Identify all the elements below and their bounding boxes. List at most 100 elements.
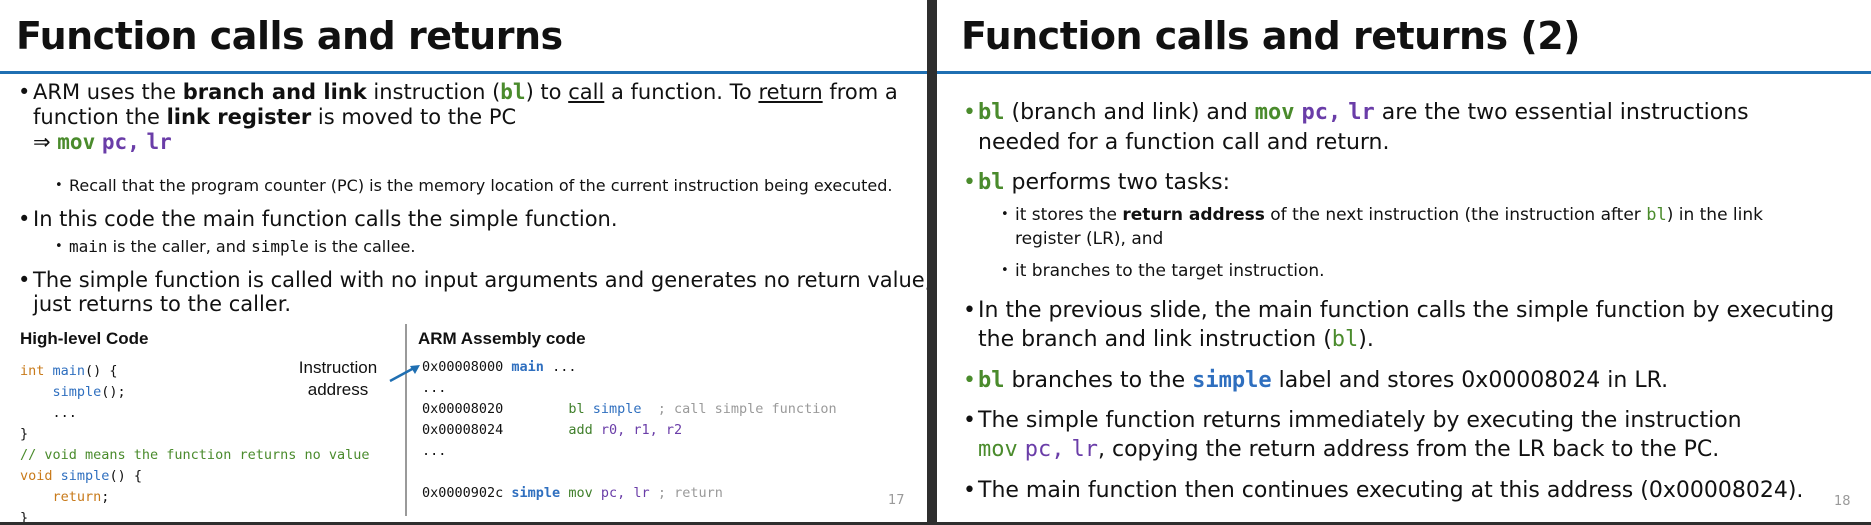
code-token: mov xyxy=(568,485,593,501)
inline-code-bl: bl xyxy=(978,368,1005,393)
bullet-text: (branch and link) and xyxy=(1004,100,1255,125)
sub-bullet-dot: • xyxy=(1001,263,1009,278)
code-token: (); xyxy=(101,384,126,400)
slide-divider xyxy=(927,0,937,525)
bullet-text: are the two essential instructions xyxy=(1374,100,1749,125)
page-number: 17 xyxy=(888,493,905,508)
bullet-text: The simple function returns immediately … xyxy=(978,408,1742,433)
slide-18: Function calls and returns (2) • bl (bra… xyxy=(937,0,1871,525)
inline-code-main: main xyxy=(69,237,108,256)
code-token: void xyxy=(20,468,53,484)
bullet-two-tasks: • bl performs two tasks: xyxy=(963,170,1231,195)
sub-bullet-dot: • xyxy=(55,178,63,193)
sub-bullet-text: it stores the xyxy=(1015,205,1123,225)
bullet-continues-executing: • The main function then continues execu… xyxy=(963,478,1804,503)
code-token: add xyxy=(568,422,593,438)
code-token: } xyxy=(20,510,29,525)
code-token: simple xyxy=(592,401,642,417)
high-level-code-heading: High-level Code xyxy=(20,329,149,348)
code-token: } xyxy=(20,426,29,442)
bullet-dot: • xyxy=(18,80,31,104)
sub-bullet-text: is the caller, and xyxy=(107,237,252,256)
bullet-text: from a xyxy=(822,80,898,104)
code-token: return xyxy=(52,489,102,505)
code-address: 0x00008024 xyxy=(422,422,504,438)
slide-17: Function calls and returns • ARM uses th… xyxy=(0,0,927,525)
code-pc: pc, xyxy=(101,130,140,154)
bullet-dot: • xyxy=(963,368,976,393)
mov-pc-lr-line: ⇒ mov pc, lr xyxy=(33,130,172,155)
bullet-essential-instructions: • bl (branch and link) and mov pc, lr ar… xyxy=(963,100,1749,125)
sub-bullet-dot: • xyxy=(55,239,63,254)
inline-code-simple: simple xyxy=(251,237,309,256)
bullet-bold-text: branch and link xyxy=(182,80,367,104)
page-number: 18 xyxy=(1834,494,1851,509)
bullet-main-calls-simple: • In this code the main function calls t… xyxy=(18,207,618,232)
code-comment: // void means the function returns no va… xyxy=(20,447,370,463)
code-divider xyxy=(405,324,407,516)
inline-code-bl: bl xyxy=(1646,205,1667,225)
bullet-dot: • xyxy=(18,207,31,231)
sub-bullet-text: Recall that the program counter (PC) is … xyxy=(69,176,893,195)
bullet-essential-instructions-line2: needed for a function call and return. xyxy=(978,130,1390,155)
code-token: r0, xyxy=(600,422,626,438)
code-address: 0x00008020 xyxy=(422,401,504,417)
inline-code-bl: bl xyxy=(1331,327,1359,352)
code-label: simple xyxy=(511,485,561,501)
bottom-border xyxy=(0,522,1871,525)
bullet-simple-returns-line2: mov pc, lr, copying the return address f… xyxy=(978,437,1719,462)
code-lr: lr xyxy=(1071,437,1099,462)
code-token: int xyxy=(20,363,45,379)
bullet-text: just returns to the caller. xyxy=(33,292,292,316)
sub-bullet-text: it branches to the target instruction. xyxy=(1015,261,1325,281)
sub-bullet-text: is the callee. xyxy=(308,237,416,256)
bullet-text: , copying the return address from the LR… xyxy=(1098,437,1720,462)
bullet-text: The main function then continues executi… xyxy=(978,478,1804,503)
bullet-text: In this code the main function calls the… xyxy=(33,207,618,231)
bullet-text: the branch and link instruction ( xyxy=(978,327,1332,352)
sub-bullet-text: ) in the link xyxy=(1666,205,1763,225)
sub-bullet-bold-text: return address xyxy=(1122,205,1265,225)
code-label: main xyxy=(511,359,544,375)
annotation-text: Instruction xyxy=(298,358,378,377)
bullet-text: ) to xyxy=(525,80,569,104)
inline-code-bl: bl xyxy=(978,100,1005,125)
bullet-text: instruction ( xyxy=(366,80,501,104)
bullet-dot: • xyxy=(963,170,976,195)
code-token: r2 xyxy=(665,422,683,438)
code-token: r1, xyxy=(633,422,658,438)
underlined-return: return xyxy=(758,80,823,104)
bullet-dot: • xyxy=(18,268,31,292)
instruction-address-annotation: Instruction address xyxy=(290,357,386,401)
assembly-code-block: 0x00008000 main ... ... 0x00008020 bl si… xyxy=(422,357,837,504)
bullet-dot: • xyxy=(963,478,976,503)
code-address: 0x0000902c xyxy=(422,485,504,501)
code-token: pc, xyxy=(600,485,626,501)
sub-bullet-text: register (LR), and xyxy=(1015,229,1164,249)
bullet-text: a function. To xyxy=(604,80,759,104)
code-token: ; xyxy=(101,489,110,505)
sub-bullet-stores-return-address: • it stores the return address of the ne… xyxy=(1001,204,1763,226)
assembly-code-heading: ARM Assembly code xyxy=(418,329,586,348)
code-lr: lr xyxy=(1348,100,1375,125)
code-token: () { xyxy=(109,468,142,484)
annotation-text: address xyxy=(307,380,369,399)
bullet-text: is moved to the PC xyxy=(311,105,517,129)
code-mov: mov xyxy=(1254,100,1295,125)
sub-bullet-caller-callee: • main is the caller, and simple is the … xyxy=(55,236,416,258)
bullet-text: performs two tasks: xyxy=(1004,170,1231,195)
sub-bullet-stores-return-address-line2: register (LR), and xyxy=(1015,228,1163,250)
bullet-no-arguments-line2: just returns to the caller. xyxy=(33,292,291,317)
slide-title: Function calls and returns (2) xyxy=(961,14,1581,58)
code-token: () { xyxy=(85,363,118,379)
code-pc: pc, xyxy=(1301,100,1342,125)
sub-bullet-text: of the next instruction (the instruction… xyxy=(1264,205,1647,225)
bullet-text: needed for a function call and return. xyxy=(978,130,1390,155)
code-address: 0x00008000 xyxy=(422,359,504,375)
high-level-code-block: int main() { simple(); ... } // void mea… xyxy=(20,361,370,525)
code-mov: mov xyxy=(978,437,1018,462)
bullet-simple-returns: • The simple function returns immediatel… xyxy=(963,408,1742,433)
bullet-text: branches to the xyxy=(1004,368,1193,393)
title-divider xyxy=(937,71,1871,74)
bullet-dot: • xyxy=(963,298,976,323)
